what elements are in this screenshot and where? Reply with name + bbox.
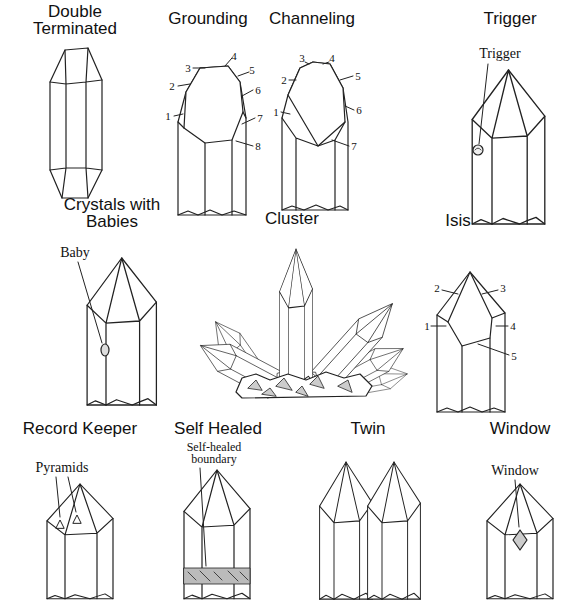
baby-crystal bbox=[78, 258, 156, 405]
cluster-crystals bbox=[194, 249, 409, 398]
callout-number: 7 bbox=[351, 140, 357, 152]
callout-number: 6 bbox=[255, 84, 261, 96]
crystal-name: Record Keeper bbox=[23, 420, 137, 437]
callout-number: 8 bbox=[255, 140, 261, 152]
crystal-name: Isis bbox=[445, 212, 471, 229]
callout-number: 5 bbox=[249, 64, 255, 76]
callout-number: 5 bbox=[511, 350, 517, 362]
crystal-name: Twin bbox=[351, 420, 386, 437]
crystal-name: Double Terminated bbox=[25, 3, 125, 37]
callout-number: 2 bbox=[434, 282, 440, 294]
callout-label: Pyramids bbox=[36, 460, 89, 475]
crystal-name: Channeling bbox=[269, 10, 355, 27]
callout-label: Window bbox=[491, 463, 539, 478]
isis-crystal bbox=[431, 272, 509, 412]
self-healed-crystal bbox=[184, 468, 250, 599]
callout-label: Self-healed boundary bbox=[169, 441, 259, 465]
callout-number: 4 bbox=[329, 52, 335, 64]
callout-number: 2 bbox=[169, 80, 175, 92]
callout-number: 1 bbox=[424, 320, 430, 332]
twin-crystal bbox=[320, 462, 421, 599]
crystal-name: Self Healed bbox=[174, 420, 262, 437]
callout-number: 2 bbox=[281, 74, 287, 86]
callout-number: 3 bbox=[185, 62, 191, 74]
callout-label: Trigger bbox=[479, 46, 521, 61]
callout-label: Baby bbox=[60, 245, 90, 260]
callout-number: 3 bbox=[299, 52, 305, 64]
callout-number: 1 bbox=[273, 106, 279, 118]
callout-number: 5 bbox=[355, 70, 361, 82]
callout-number: 6 bbox=[356, 104, 362, 116]
callout-number: 4 bbox=[510, 320, 516, 332]
callout-number: 7 bbox=[257, 112, 263, 124]
callout-number: 4 bbox=[231, 50, 237, 62]
channeling-crystal bbox=[281, 62, 354, 210]
crystal-name: Trigger bbox=[483, 10, 536, 27]
crystal-name: Window bbox=[490, 420, 550, 437]
grounding-crystal bbox=[174, 58, 255, 215]
window-crystal bbox=[487, 480, 553, 599]
trigger-crystal bbox=[472, 64, 545, 224]
crystal-name: Crystals with Babies bbox=[47, 196, 177, 230]
callout-number: 3 bbox=[500, 282, 506, 294]
crystal-name: Cluster bbox=[265, 210, 319, 227]
crystal-name: Grounding bbox=[168, 10, 247, 27]
record-keeper-crystal bbox=[47, 477, 113, 599]
double-terminated-crystal bbox=[50, 48, 102, 198]
callout-number: 1 bbox=[165, 110, 171, 122]
